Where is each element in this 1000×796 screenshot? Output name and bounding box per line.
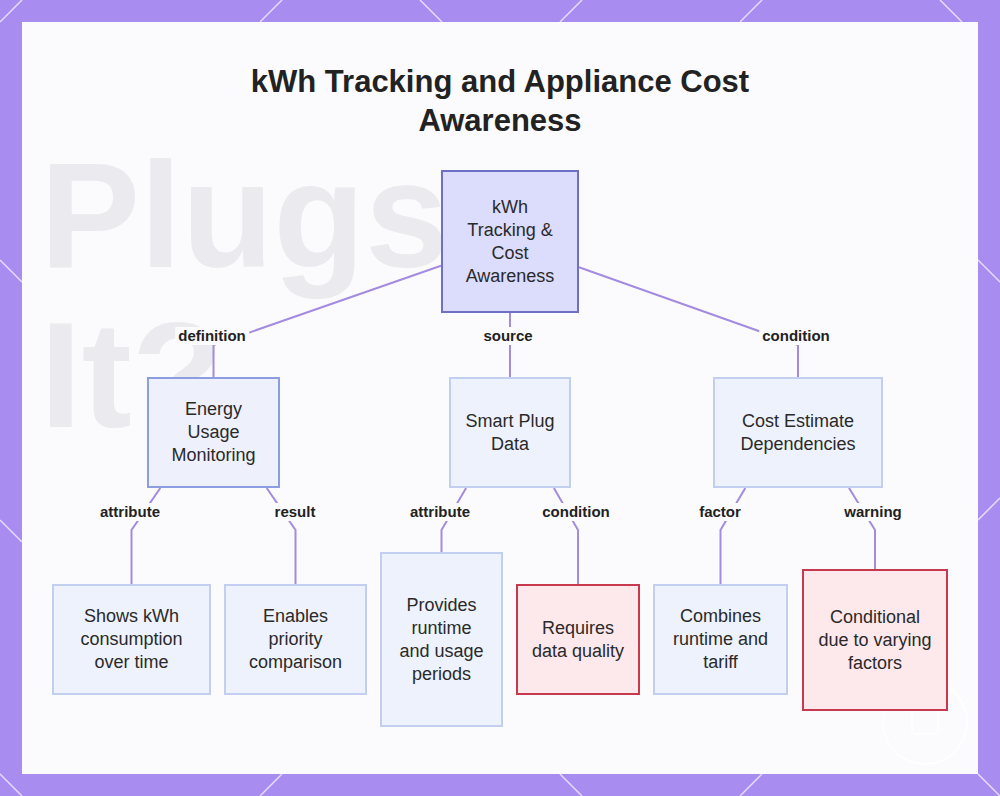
concept-box: Smart Plug Data [449, 377, 571, 488]
node-text: Provides runtime and usage periods [394, 594, 489, 686]
edge-label: factor [696, 503, 744, 521]
warning-box: Conditional due to varying factors [802, 569, 948, 711]
diagram-title: kWh Tracking and Appliance Cost Awarenes… [220, 62, 780, 140]
node-text: Combines runtime and tariff [667, 605, 774, 674]
edge-label: condition [759, 327, 833, 345]
node-text: Requires data quality [530, 617, 626, 663]
node-text: kWh Tracking & Cost Awareness [459, 196, 561, 288]
edge-label: attribute [407, 503, 473, 521]
connector-line [509, 313, 511, 377]
edge-label: result [272, 503, 319, 521]
connector-line [214, 266, 442, 377]
concept-box: Combines runtime and tariff [653, 584, 788, 695]
edge-label: source [480, 327, 535, 345]
concept-box: Cost Estimate Dependencies [713, 377, 883, 488]
node-text: Cost Estimate Dependencies [725, 410, 871, 456]
watermark-text: Plugs [40, 140, 448, 290]
node-text: Smart Plug Data [461, 410, 559, 456]
node-text: Shows kWh consumption over time [66, 605, 197, 674]
edge-label: attribute [97, 503, 163, 521]
node-text: Conditional due to varying factors [816, 606, 934, 675]
connector-line [579, 267, 798, 377]
edge-label: condition [539, 503, 613, 521]
concept-box: Provides runtime and usage periods [380, 552, 503, 727]
concept-box: Energy Usage Monitoring [147, 377, 280, 488]
root-box: kWh Tracking & Cost Awareness [441, 170, 579, 313]
node-text: Enables priority comparison [238, 605, 353, 674]
warning-box: Requires data quality [516, 584, 640, 695]
concept-box: Shows kWh consumption over time [52, 584, 211, 695]
connector-line [849, 488, 875, 569]
concept-box: Enables priority comparison [224, 584, 367, 695]
node-text: Energy Usage Monitoring [159, 398, 268, 467]
edge-label: definition [175, 327, 249, 345]
edge-label: warning [841, 503, 905, 521]
